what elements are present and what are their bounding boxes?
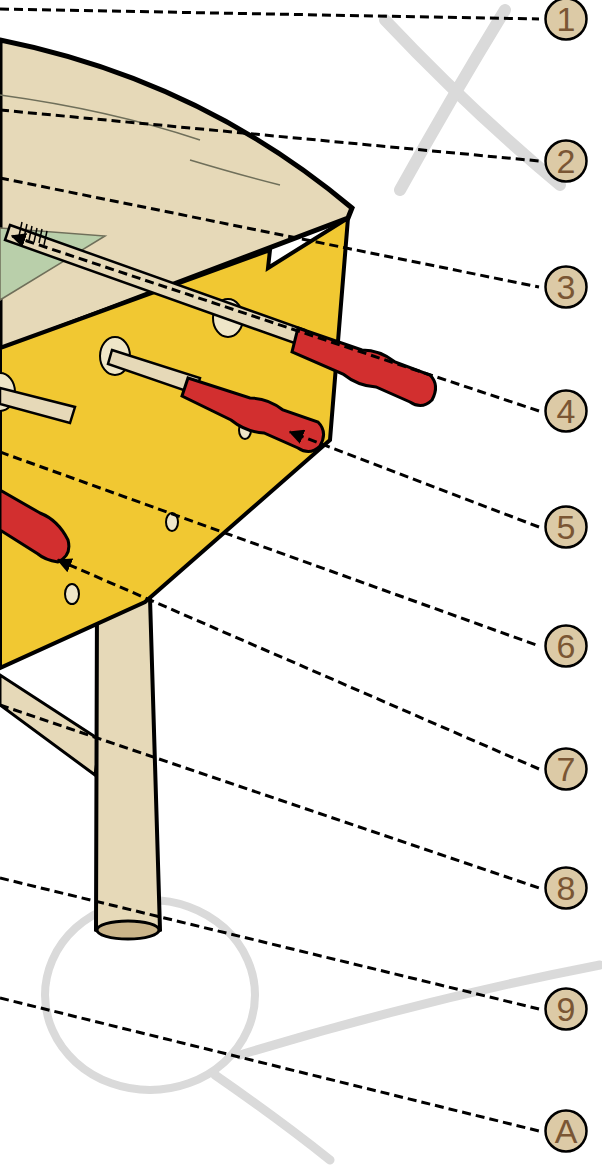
callout-number: 3 xyxy=(557,270,576,304)
callout-number: 1 xyxy=(557,2,576,36)
leader-lines xyxy=(0,9,539,1131)
callout-circle: A xyxy=(544,1109,588,1153)
callout-number: 4 xyxy=(557,394,576,428)
callout-circle: 9 xyxy=(544,987,588,1031)
callout-number: 7 xyxy=(557,752,576,786)
callout-circle: 3 xyxy=(544,265,588,309)
callout-number: 2 xyxy=(557,144,576,178)
callout-number: 5 xyxy=(557,510,576,544)
crossbar xyxy=(0,675,100,775)
leg-foot xyxy=(97,921,159,939)
callout-number: 9 xyxy=(557,992,576,1026)
callout-number: A xyxy=(555,1114,578,1148)
callout-circle: 8 xyxy=(544,866,588,910)
callout-number: 8 xyxy=(557,871,576,905)
callout-number: 6 xyxy=(557,629,576,663)
callout-circle: 2 xyxy=(544,139,588,183)
end-panel xyxy=(0,218,348,668)
callout-circle: 7 xyxy=(544,747,588,791)
table-leg xyxy=(96,598,160,938)
callout-circle: 5 xyxy=(544,505,588,549)
callout-circle: 4 xyxy=(544,389,588,433)
callout-circle: 1 xyxy=(544,0,588,41)
callout-circle: 6 xyxy=(544,624,588,668)
